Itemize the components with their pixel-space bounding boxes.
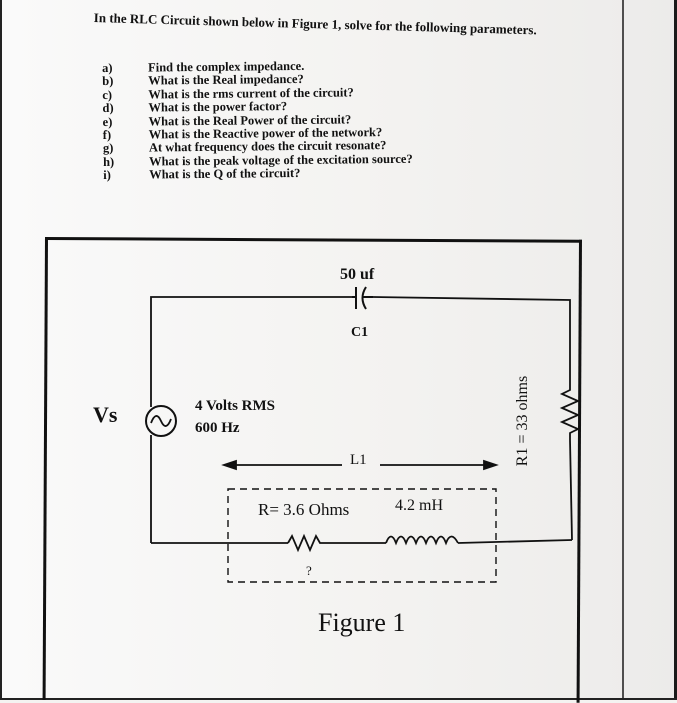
top-wire bbox=[150, 296, 352, 407]
capacitor-name: C1 bbox=[351, 325, 369, 340]
unknown-marker: ? bbox=[306, 563, 312, 578]
bottom-wire-right bbox=[457, 539, 573, 544]
left-arrowhead bbox=[221, 459, 237, 471]
inductance-value: 4.2 mH bbox=[395, 497, 443, 514]
photo-border-right bbox=[674, 0, 677, 700]
figure-caption: Figure 1 bbox=[318, 608, 406, 637]
ac-source-circle bbox=[145, 405, 177, 437]
source-frequency: 600 Hz bbox=[195, 420, 240, 436]
page-edge-shadow bbox=[622, 0, 624, 700]
r1-resistor-symbol bbox=[559, 385, 581, 440]
r1-label: R1 = 33 ohms bbox=[514, 375, 532, 467]
inductor-name: L1 bbox=[350, 452, 367, 468]
dashed-enclosure bbox=[227, 488, 497, 583]
capacitor-value: 50 uf bbox=[340, 266, 375, 283]
top-wire-right bbox=[372, 296, 571, 385]
right-arrowhead bbox=[483, 459, 499, 471]
resistor-symbol bbox=[287, 533, 386, 553]
resistance-label: R= 3.6 Ohms bbox=[258, 500, 350, 519]
photo-border-left bbox=[0, 0, 2, 700]
right-wire bbox=[569, 439, 573, 541]
photo-border-bottom bbox=[0, 698, 677, 700]
source-voltage: 4 Volts RMS bbox=[195, 398, 276, 414]
source-name: Vs bbox=[93, 402, 118, 427]
capacitor-symbol bbox=[352, 286, 373, 310]
ac-source-wave-icon bbox=[150, 415, 172, 427]
inductor-symbol bbox=[385, 535, 459, 546]
